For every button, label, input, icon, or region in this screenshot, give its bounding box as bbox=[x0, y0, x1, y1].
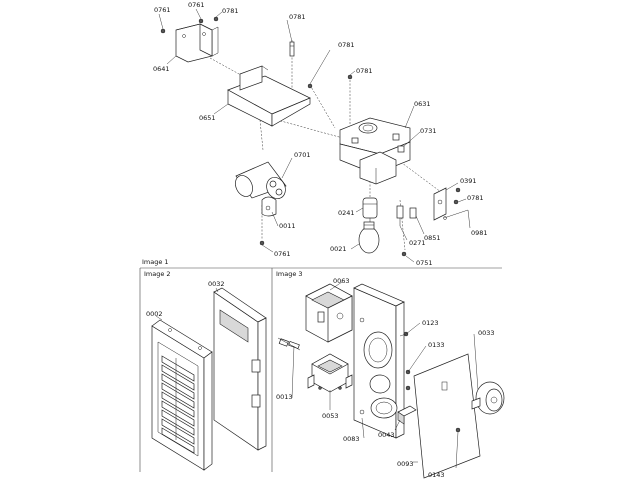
part-label: 0002 bbox=[146, 310, 163, 318]
part-label: 0781 bbox=[338, 41, 355, 49]
part-0083-mounting-panel bbox=[353, 283, 405, 439]
part-0021-bulb bbox=[358, 221, 380, 254]
part-0063-housing bbox=[305, 283, 353, 343]
part-0013-connector bbox=[277, 337, 301, 351]
part-0981-rod bbox=[443, 209, 469, 220]
part-0761-screw-a bbox=[160, 28, 166, 34]
image2-assembly bbox=[151, 287, 301, 471]
part-label: 0781 bbox=[222, 7, 239, 15]
part-0781-screw-e bbox=[453, 199, 459, 205]
part-0761-screw-b bbox=[198, 18, 204, 24]
part-label: 0781 bbox=[356, 67, 373, 75]
part-0002-keypad bbox=[151, 319, 213, 471]
part-0133-screw bbox=[405, 369, 411, 391]
section-title-image3: Image 3 bbox=[276, 270, 303, 278]
part-label: 0761 bbox=[154, 6, 171, 14]
part-label: 0651 bbox=[199, 114, 216, 122]
section-title-image2: Image 2 bbox=[144, 270, 171, 278]
part-label: 0851 bbox=[424, 234, 441, 242]
image1-assembly bbox=[160, 16, 469, 257]
part-label: 0143 bbox=[428, 471, 445, 479]
image3-assembly bbox=[305, 283, 505, 479]
part-0033-motor bbox=[471, 381, 505, 415]
part-0781-screw-d bbox=[347, 74, 353, 80]
part-label: 0781 bbox=[467, 194, 484, 202]
part-0241-socket bbox=[362, 197, 378, 222]
part-label: 0781 bbox=[289, 13, 306, 21]
part-0851-switch bbox=[409, 207, 417, 219]
part-0781-screw-b bbox=[289, 41, 295, 57]
part-label: 0241 bbox=[338, 209, 355, 217]
part-0751-screw bbox=[401, 251, 407, 257]
part-label: 0701 bbox=[294, 151, 311, 159]
part-label: 0631 bbox=[414, 100, 431, 108]
keypad-buttons bbox=[161, 355, 195, 454]
part-label: 0751 bbox=[416, 259, 433, 267]
part-0731-clip bbox=[397, 145, 405, 153]
part-label: 0123 bbox=[422, 319, 439, 327]
part-label: 0641 bbox=[153, 65, 170, 73]
part-label: 0391 bbox=[460, 177, 477, 185]
part-0641-bracket bbox=[175, 23, 219, 63]
part-0032-panel bbox=[213, 287, 267, 451]
part-label: 0013 bbox=[276, 393, 293, 401]
part-label: 0053 bbox=[322, 412, 339, 420]
part-0011-clamp bbox=[261, 196, 277, 217]
part-label: 0981 bbox=[471, 229, 488, 237]
image23-leaders bbox=[155, 281, 479, 469]
part-0781-screw-a bbox=[213, 16, 219, 22]
part-0761-screw-c bbox=[259, 240, 265, 246]
part-label: 0043 bbox=[378, 431, 395, 439]
part-label: 0083 bbox=[343, 435, 360, 443]
part-label: 0271 bbox=[409, 239, 426, 247]
part-labels: 0761 0761 0781 0781 0641 0781 0781 0651 … bbox=[146, 1, 495, 479]
part-label: 0032 bbox=[208, 280, 225, 288]
part-0651-shelf bbox=[227, 65, 311, 127]
part-label: 0761 bbox=[274, 250, 291, 258]
part-label: 0093 bbox=[397, 460, 414, 468]
part-label: 0063 bbox=[333, 277, 350, 285]
part-label: 0033 bbox=[478, 329, 495, 337]
part-0271-switch bbox=[396, 205, 404, 226]
part-label: 0011 bbox=[279, 222, 296, 230]
part-0701-capacitor bbox=[235, 161, 287, 200]
part-label: 0731 bbox=[420, 127, 437, 135]
image1-leaders bbox=[158, 8, 471, 263]
section-frames bbox=[139, 267, 502, 472]
part-label: 0761 bbox=[188, 1, 205, 9]
section-title-image1: Image 1 bbox=[142, 258, 169, 266]
part-label: 0021 bbox=[330, 245, 347, 253]
part-0053-transformer bbox=[307, 353, 353, 393]
part-label: 0133 bbox=[428, 341, 445, 349]
part-0093-cover bbox=[413, 353, 481, 479]
part-0391-bracket bbox=[433, 187, 461, 221]
part-0781-screw-c bbox=[307, 83, 313, 89]
